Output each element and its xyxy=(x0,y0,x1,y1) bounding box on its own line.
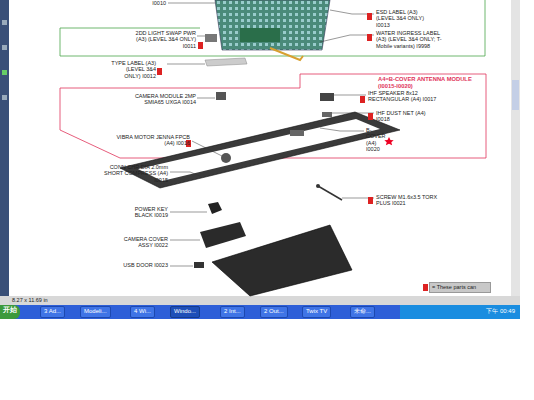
tray xyxy=(400,305,520,319)
scroll-thumb xyxy=(512,80,519,110)
flex-cable xyxy=(270,48,303,60)
part-label: CAMERA MODULE 2MP SMIA65 UXGA I0014 xyxy=(120,93,196,106)
node-text: 3 Ad... xyxy=(44,308,61,315)
star-mark xyxy=(384,137,393,145)
pcb-chip xyxy=(240,28,280,42)
note-box: = These parts can xyxy=(429,282,491,293)
node-text: 2 Int... xyxy=(224,308,241,315)
scrollbar xyxy=(511,0,520,296)
dust-net xyxy=(322,112,332,117)
node-text: Windo... xyxy=(174,308,196,315)
antenna-part xyxy=(290,130,304,136)
power-key xyxy=(208,202,222,214)
side-icon xyxy=(2,95,7,100)
battery-cover xyxy=(212,225,352,296)
part-label: IHF SPEAKER 8x12 RECTANGULAR (A4) I0017 xyxy=(368,90,440,103)
part-label: TYPE LABEL (A3) (LEVEL 3&4 ONLY) I0012 xyxy=(110,60,156,79)
node-text: Modeli... xyxy=(84,308,107,315)
module-region: A4=B-COVER ANTENNA MODULE (I0015-I0020) xyxy=(376,75,484,92)
screw-head xyxy=(316,184,320,188)
node-text: 2 Out... xyxy=(264,308,284,315)
part-label: WATER INGRESS LABEL (A3) (LEVEL 3&4 ONLY… xyxy=(376,30,444,49)
part-label: I0010 xyxy=(120,0,166,6)
part-label: CAMERA COVER ASSY I0022 xyxy=(110,236,168,249)
camera-cover xyxy=(200,222,246,248)
swap-pwr xyxy=(205,34,217,42)
b-cover-opening xyxy=(138,119,380,181)
part-label: CONN CHR DIA 2.0mm SHORT COMPRESS (A4) I… xyxy=(100,164,168,183)
taskbar-button: 4 Wi... xyxy=(130,306,155,318)
taskbar xyxy=(0,305,520,319)
taskbar-button: Windo... xyxy=(170,306,200,318)
status-bar xyxy=(0,296,520,305)
type-label xyxy=(205,58,247,66)
page-size: 8.27 x 11.69 in xyxy=(12,297,92,303)
camera-module xyxy=(216,92,226,100)
leader-lines xyxy=(167,3,374,266)
taskbar-button: 2 Int... xyxy=(220,306,245,318)
taskbar-button: 3 Ad... xyxy=(40,306,65,318)
taskbar-button: 未命... xyxy=(350,306,375,318)
node-text: Twix TV xyxy=(306,308,327,315)
node-text: = These parts can xyxy=(432,284,488,291)
pcb-board xyxy=(215,0,330,50)
part-label: 2DD LIGHT SWAP PWR (A3) (LEVEL 3&4 ONLY)… xyxy=(130,30,196,49)
part-label: B-COVER (A4) I0020 xyxy=(366,127,388,152)
clock: 下午 00:49 xyxy=(455,308,515,314)
node-text: A4=B-COVER ANTENNA MODULE (I0015-I0020) xyxy=(378,76,482,90)
part-label: ESD LABEL (A3) (LEVEL 3&4 ONLY) I0013 xyxy=(376,9,436,28)
node-text: 开始 xyxy=(3,306,17,314)
side-icon xyxy=(2,20,7,25)
node-text: 未命... xyxy=(354,308,371,315)
taskbar-button: Twix TV xyxy=(302,306,331,318)
side-icon xyxy=(2,45,7,50)
part-label: VIBRA MOTOR JENNA FPCB (A4) I0016 xyxy=(110,134,190,147)
side-icon xyxy=(2,70,7,75)
part-label: SCREW M1.6x3.5 TORX PLUS I0021 xyxy=(376,194,446,207)
side-strip xyxy=(0,0,9,296)
node-text: 4 Wi... xyxy=(134,308,151,315)
taskbar-button: Modeli... xyxy=(80,306,111,318)
vibra-motor xyxy=(221,153,231,163)
screw xyxy=(318,186,342,200)
ihf-speaker xyxy=(320,93,334,101)
part-label: IHF DUST NET (A4) I0018 xyxy=(376,110,436,123)
part-marks xyxy=(157,13,428,291)
taskbar-button: 2 Out... xyxy=(260,306,288,318)
start-button: 开始 xyxy=(0,305,20,319)
green-outline xyxy=(60,0,485,56)
part-label: POWER KEY BLACK I0019 xyxy=(120,206,168,219)
part-label: USB DOOR I0023 xyxy=(120,262,168,268)
usb-door xyxy=(194,262,204,268)
page xyxy=(0,0,520,296)
